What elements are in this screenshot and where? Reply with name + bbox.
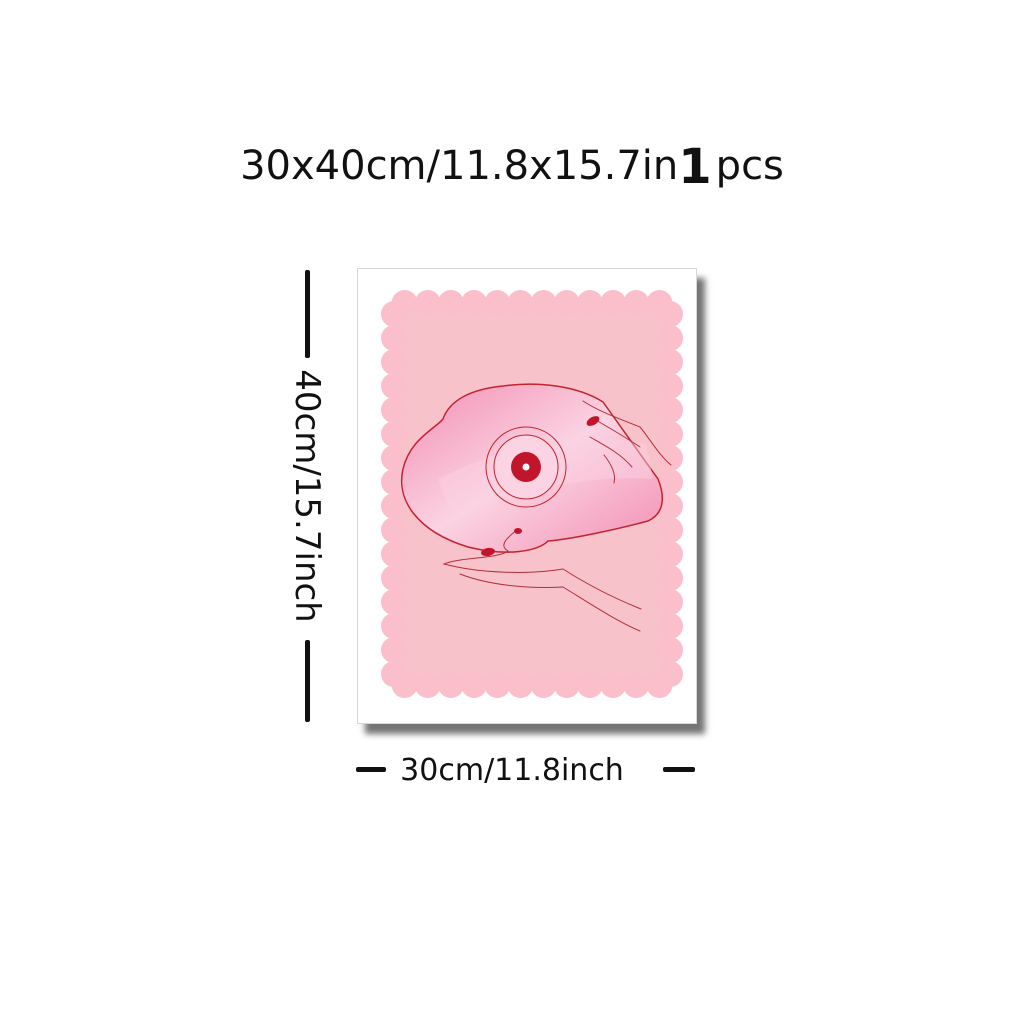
scallop-edge: [657, 541, 683, 567]
scallop-edge: [553, 672, 580, 698]
scallop-edge: [484, 672, 511, 698]
size-text: 30x40cm/11.8x15.7in: [240, 143, 679, 189]
height-dimension-bar-bottom: [305, 640, 310, 722]
scallop-edge: [576, 290, 603, 316]
scallop-edge: [657, 373, 683, 399]
height-dimension-bar-top: [305, 270, 310, 358]
scallop-edge: [381, 565, 407, 591]
scallop-edge: [381, 421, 407, 447]
scallop-edge: [381, 397, 407, 423]
scallop-edge: [657, 445, 683, 471]
scallop-edge: [381, 589, 407, 615]
scallop-edge: [657, 301, 683, 327]
scallop-edge: [414, 672, 441, 698]
scallop-edge: [461, 290, 488, 316]
scallop-edge: [657, 661, 683, 687]
scallop-edge: [623, 672, 650, 698]
scallop-edge: [381, 541, 407, 567]
scallop-edge: [657, 421, 683, 447]
scallop-edge: [437, 672, 464, 698]
scallop-edge: [576, 672, 603, 698]
scallop-edge: [381, 373, 407, 399]
scallop-edge: [381, 325, 407, 351]
scallop-edge: [657, 469, 683, 495]
width-dimension-bar-left: [356, 767, 386, 772]
width-dimension-bar-right: [663, 767, 695, 772]
scallop-edge: [657, 397, 683, 423]
scallop-edge: [657, 349, 683, 375]
scallop-edge: [657, 613, 683, 639]
nail-icons: [481, 416, 600, 557]
scallop-edge: [530, 672, 557, 698]
scallop-edge: [623, 290, 650, 316]
scallop-edge: [507, 672, 534, 698]
scallop-edge: [381, 349, 407, 375]
scallop-edge: [657, 493, 683, 519]
quantity-number: 1: [678, 139, 712, 195]
scallop-edge: [657, 517, 683, 543]
poster-artwork: [381, 290, 683, 698]
scallop-edge: [507, 290, 534, 316]
scallop-edge: [484, 290, 511, 316]
heart-record-icon: [401, 383, 664, 553]
scallop-edge: [381, 445, 407, 471]
scallop-edge: [600, 290, 627, 316]
scallop-edge: [381, 517, 407, 543]
scallop-edge: [381, 469, 407, 495]
scallop-edge: [530, 290, 557, 316]
scallop-edge: [553, 290, 580, 316]
height-dimension-label: 40cm/15.7inch: [287, 369, 327, 623]
scallop-edge: [657, 565, 683, 591]
scallop-edge: [381, 613, 407, 639]
scallop-edge: [414, 290, 441, 316]
scallop-edge: [657, 637, 683, 663]
quantity-unit: pcs: [715, 143, 784, 189]
scallop-edge: [657, 589, 683, 615]
scallop-edge: [381, 661, 407, 687]
width-dimension-label: 30cm/11.8inch: [400, 753, 624, 788]
scallop-edge: [381, 301, 407, 327]
scallop-edge: [381, 493, 407, 519]
scallop-edge: [437, 290, 464, 316]
scallop-edge: [381, 637, 407, 663]
scallop-edge: [657, 325, 683, 351]
poster-print: [357, 268, 697, 724]
scallop-edge: [600, 672, 627, 698]
scallop-edge: [461, 672, 488, 698]
